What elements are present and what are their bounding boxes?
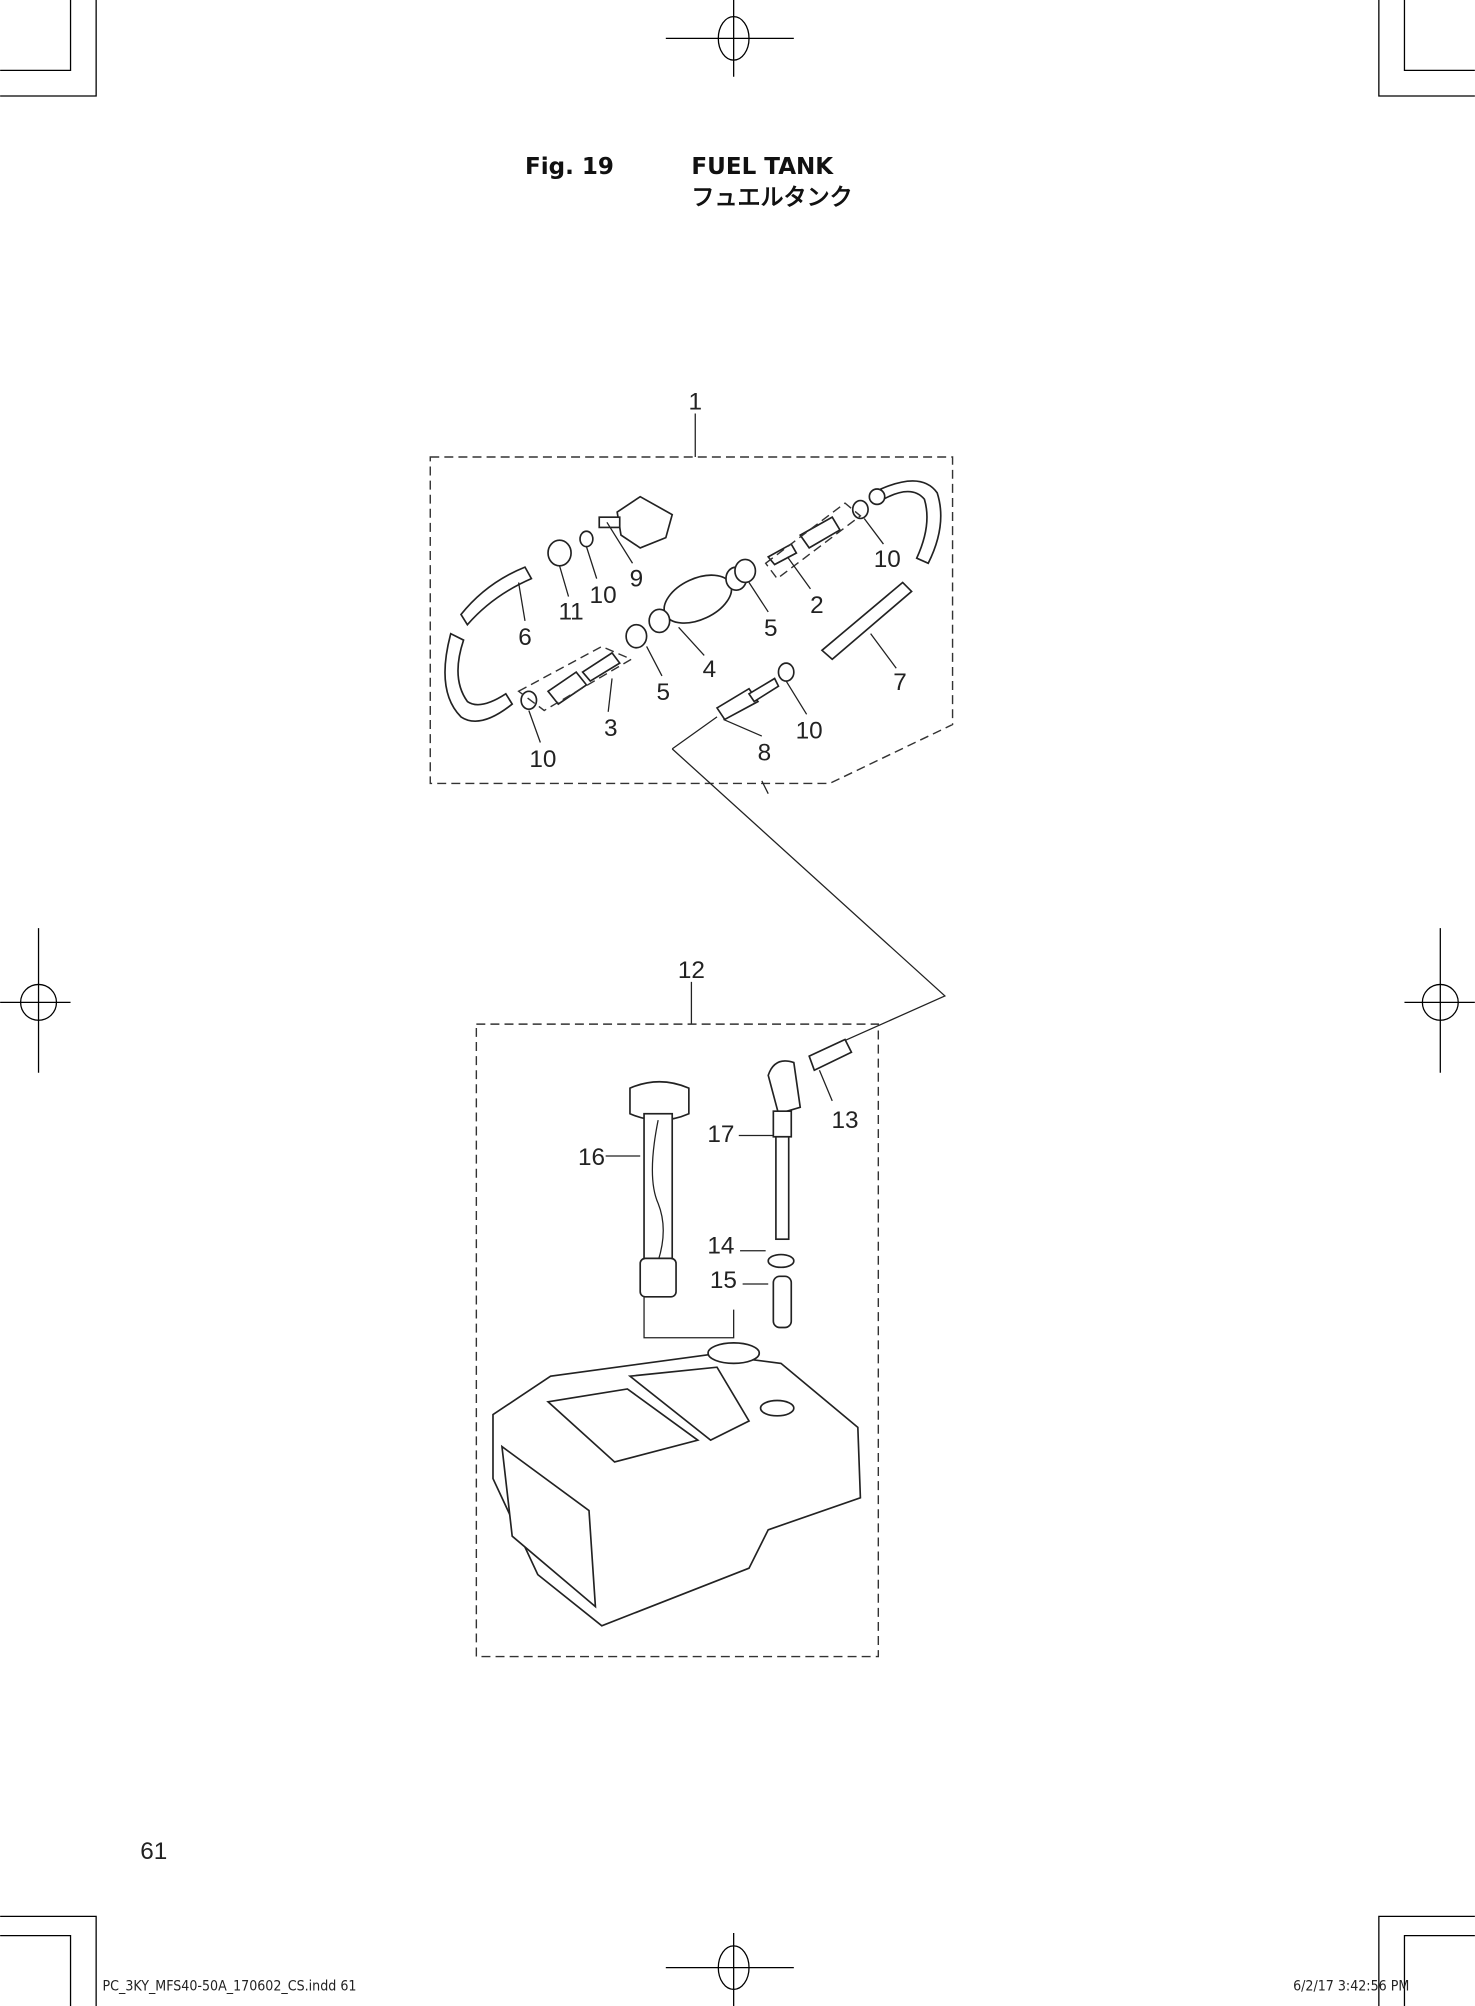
fuel-tank-body (492, 1342, 862, 1627)
page-number: 61 (140, 1838, 167, 1865)
callout-17: 17 (707, 1121, 734, 1148)
callout-15: 15 (710, 1267, 737, 1294)
callout-5: 5 (764, 615, 778, 642)
callout-10: 10 (590, 582, 617, 609)
fuel-pickup-17 (767, 1060, 802, 1329)
hose-6 (459, 566, 533, 627)
callout-11: 11 (558, 599, 583, 626)
callout-7: 7 (893, 669, 907, 696)
callout-2: 2 (810, 592, 824, 619)
hose-7 (879, 480, 942, 565)
fuel-gauge-16 (629, 1080, 690, 1298)
o-ring-14 (767, 1253, 795, 1269)
fittings (520, 488, 886, 721)
footer-filename: PC_3KY_MFS40-50A_170602_CS.indd 61 (103, 1979, 357, 1995)
callout-12: 12 (678, 957, 705, 984)
callout-3: 3 (604, 715, 618, 742)
leader-lines (517, 518, 947, 1339)
callout-5: 5 (656, 679, 670, 706)
callout-6: 6 (518, 624, 532, 651)
callout-9: 9 (630, 565, 644, 592)
callout-8: 8 (758, 739, 772, 766)
callout-14: 14 (707, 1232, 734, 1259)
callout-4: 4 (703, 656, 717, 683)
primer-bulb-4 (648, 566, 748, 634)
figure-number: Fig. 19 (525, 154, 614, 180)
callout-16: 16 (578, 1144, 605, 1171)
callout-13: 13 (832, 1107, 859, 1134)
connector-9 (598, 495, 674, 549)
figure-title-japanese: フュエルタンク (691, 185, 852, 211)
callout-10: 10 (529, 746, 556, 773)
connector-13 (808, 1038, 853, 1072)
callout-1: 1 (688, 389, 702, 416)
callout-labels: 1 2 3 4 5 5 6 7 8 9 10 10 10 10 11 12 13… (518, 389, 907, 1294)
footer-timestamp: 6/2/17 3:42:56 PM (1293, 1979, 1409, 1995)
tank-group-box (475, 1023, 880, 1658)
callout-10: 10 (874, 546, 901, 573)
callout-10: 10 (796, 718, 823, 745)
figure-title: FUEL TANK (691, 154, 834, 180)
filter-15 (772, 1275, 793, 1329)
